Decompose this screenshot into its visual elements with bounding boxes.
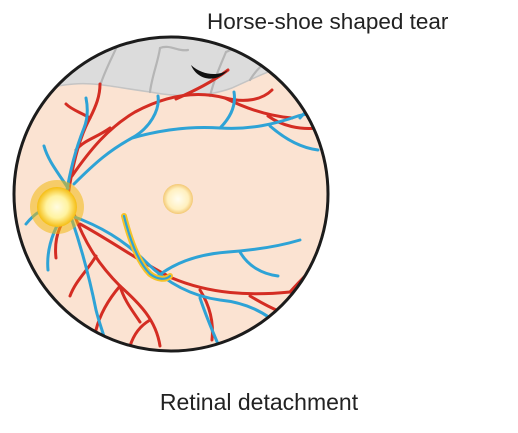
- detached-retina-area: [14, 37, 328, 96]
- strip-vessel: [122, 214, 172, 280]
- figure-caption: Retinal detachment: [159, 389, 359, 415]
- optic-disc-icon: [37, 187, 77, 227]
- fundus-outline: [12, 35, 330, 353]
- horseshoe-tear-icon: [191, 65, 228, 79]
- tear-annotation: Horse-shoe shaped tear: [207, 9, 449, 34]
- macula-icon: [163, 184, 193, 214]
